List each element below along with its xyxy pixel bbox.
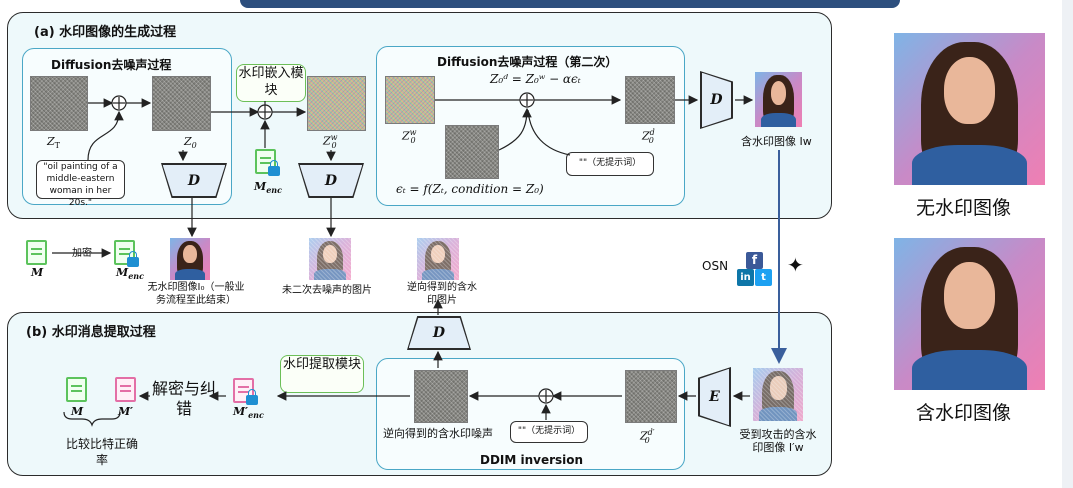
- menc-label: Menc: [254, 180, 282, 196]
- watermark-embed-module: 水印嵌入模块: [236, 64, 306, 102]
- right-edge-strip: [1062, 0, 1073, 488]
- attacked-z0d-noise-image: [625, 370, 677, 423]
- watermarked-image-thumb: [755, 72, 802, 127]
- decoder-2: D: [298, 163, 364, 198]
- noise-z0d-image: [625, 76, 675, 124]
- mprime-enc-label: M′enc: [233, 405, 264, 421]
- twitter-icon: t: [755, 269, 772, 286]
- no-watermark-portrait: [894, 33, 1045, 185]
- encoder: E: [698, 367, 731, 427]
- noise-zt-image: [30, 76, 88, 131]
- diffusion-box-2-title: Diffusion去噪声过程（第二次）: [437, 55, 618, 69]
- top-banner-bar: [240, 0, 900, 8]
- prompt-box-3: ""（无提示词）: [510, 421, 588, 443]
- undenoised-image-thumb: [309, 238, 351, 280]
- no-watermark-image-thumb: [170, 238, 210, 280]
- original-message-label: M: [71, 405, 84, 418]
- encrypted-message-icon-2: [114, 240, 139, 267]
- prompt-box-2: ""（无提示词）: [566, 152, 654, 176]
- recovered-message-label: M′: [118, 405, 134, 418]
- decoder-3: D: [700, 71, 733, 129]
- z0w-input-label: Zw0: [402, 128, 417, 145]
- noise-z0w-image: [307, 76, 366, 131]
- message-label: M: [31, 266, 44, 279]
- noise-z0w-input-image: [385, 76, 435, 124]
- original-message-icon: [66, 377, 87, 402]
- watermark-extract-module: 水印提取模块: [280, 355, 364, 393]
- diffusion-box-2: [376, 46, 685, 206]
- inverse-image-thumb: [417, 238, 459, 280]
- prompt-box-1: "oil painting of a middle-eastern woman …: [36, 160, 125, 208]
- undenoised-caption: 未二次去噪声的图片: [282, 285, 372, 296]
- epsilon-equation: ϵₜ = f(Zₜ, condition = Z₀): [396, 182, 544, 196]
- message-icon: [26, 240, 47, 265]
- ddim-inversion-title: DDIM inversion: [480, 453, 584, 467]
- inverted-noise-image: [414, 370, 468, 423]
- decoder-4: D: [407, 316, 471, 350]
- watermarked-label: 含水印图像: [916, 402, 1012, 424]
- no-watermark-caption: 无水印图像I₀（一般业务流程至此结束）: [147, 282, 245, 306]
- panel-generation-title: (a) 水印图像的生成过程: [34, 25, 177, 40]
- panel-extraction-title: (b) 水印消息提取过程: [26, 325, 156, 340]
- decrypt-correct-label: 解密与纠错: [152, 379, 217, 418]
- diffusion-box-1-title: Diffusion去噪声过程: [51, 58, 172, 72]
- noise-epsilon-image: [445, 125, 499, 179]
- inverted-noise-caption: 逆向得到的含水印噪声: [383, 427, 493, 440]
- z0-label: Z0: [184, 135, 197, 151]
- compare-bits-caption: 比较比特正确率: [66, 437, 139, 467]
- watermarked-portrait: [894, 238, 1045, 390]
- decrypted-message-icon: [233, 378, 258, 405]
- watermarked-image-caption: 含水印图像 Iw: [741, 135, 812, 148]
- recovered-message-icon: [115, 377, 136, 402]
- noise-z0-image: [152, 76, 211, 131]
- osn-label: OSN: [702, 259, 729, 273]
- facebook-icon: f: [746, 252, 763, 269]
- z0w-label: Zw0: [323, 133, 338, 150]
- attacked-image-caption: 受到攻击的含水印图像 I′w: [739, 428, 817, 454]
- linkedin-icon: in: [737, 269, 754, 286]
- zt-label: ZT: [47, 135, 60, 151]
- magic-wand-icon: ✦: [787, 253, 804, 277]
- denoise-equation: Z₀ᵈ = Z₀ʷ − αϵₜ: [490, 72, 581, 86]
- attacked-image-thumb: [753, 368, 803, 421]
- no-watermark-label: 无水印图像: [916, 197, 1012, 219]
- z0d-label: Zd0: [642, 128, 655, 145]
- encrypted-message-icon: [255, 149, 280, 176]
- decoder-1: D: [161, 163, 227, 198]
- menc-label-2: Menc: [116, 266, 144, 282]
- zd-prime-label: Zd′0: [640, 428, 655, 445]
